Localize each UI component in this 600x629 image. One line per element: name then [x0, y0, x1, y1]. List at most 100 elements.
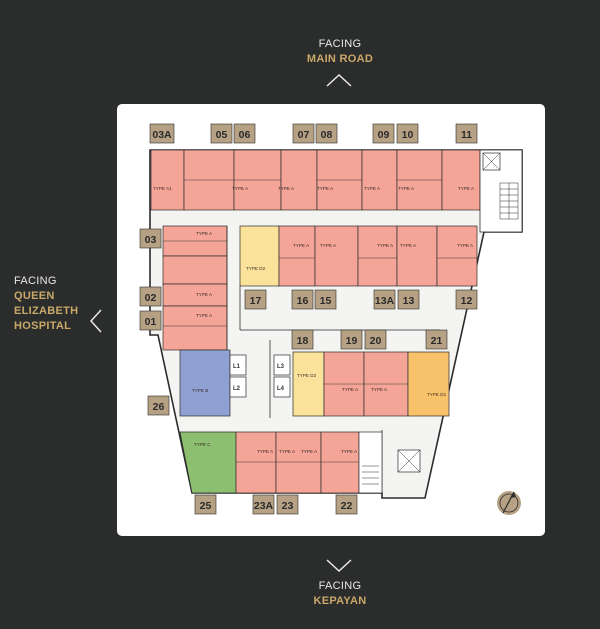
type-label-07: TYPE A — [317, 186, 334, 191]
unit-label-22: 22 — [335, 494, 358, 515]
unit-label-box — [373, 289, 396, 310]
unit-number-text: 03 — [145, 234, 157, 246]
type-label-18: TYPE D2 — [297, 373, 317, 378]
unit-label-box — [149, 123, 175, 144]
unit-13 — [396, 225, 438, 287]
lift-label-l3: L3 — [277, 364, 285, 370]
type-label-23b: TYPE A — [301, 449, 318, 454]
type-label-11: TYPE A — [458, 186, 475, 191]
unit-number-text: 18 — [297, 335, 309, 347]
unit-01 — [162, 305, 228, 351]
lift-l1 — [229, 354, 247, 376]
unit-label-03: 03 — [139, 228, 162, 249]
unit-15 — [314, 225, 359, 287]
lift-label-l2: L2 — [233, 386, 241, 392]
unit-number-text: 23 — [282, 500, 294, 512]
unit-label-box — [455, 289, 478, 310]
type-label-17: TYPE D2 — [246, 266, 266, 271]
unit-label-box — [139, 228, 162, 249]
facing-left-line-2: ELIZABETH — [14, 305, 79, 317]
unit-number-text: 25 — [200, 500, 212, 512]
facing-bottom: FACING KEPAYAN — [290, 579, 390, 609]
facing-left-line-3: HOSPITAL — [14, 320, 72, 332]
unit-left-mid — [162, 255, 228, 285]
chevron-up-icon — [326, 73, 352, 87]
unit-number-text: 10 — [402, 129, 414, 141]
staircase-icon — [499, 182, 519, 220]
chevron-left-icon — [89, 309, 102, 333]
type-label-23a: TYPE A — [257, 449, 274, 454]
unit-label-07: 07 — [292, 123, 315, 144]
lift-labels: L1 L2 L3 L4 — [233, 364, 285, 392]
unit-label-05: 05 — [210, 123, 233, 144]
lift-l4 — [273, 376, 291, 398]
type-label-13: TYPE A — [400, 243, 417, 248]
unit-label-10: 10 — [396, 123, 419, 144]
type-label-12: TYPE A — [457, 243, 474, 248]
unit-label-23: 23 — [276, 494, 299, 515]
unit-label-box — [340, 329, 363, 350]
unit-number-text: 20 — [370, 335, 382, 347]
unit-07 — [280, 149, 318, 211]
unit-09 — [361, 149, 398, 211]
unit-label-box — [147, 395, 170, 416]
unit-label-19: 19 — [340, 329, 363, 350]
unit-number-text: 08 — [321, 129, 333, 141]
type-label-16: TYPE A — [293, 243, 310, 248]
type-label-10: TYPE A — [398, 186, 415, 191]
unit-label-box — [397, 289, 420, 310]
unit-16 — [278, 225, 316, 287]
type-label-02: TYPE A — [196, 292, 213, 297]
core-top-right — [479, 149, 523, 233]
facing-top: FACING MAIN ROAD — [290, 37, 390, 67]
facing-bottom-name: KEPAYAN — [313, 595, 367, 607]
facing-left-label: FACING — [14, 275, 57, 287]
unit-label-23a: 23A — [252, 494, 275, 515]
unit-number-text: 09 — [378, 129, 390, 141]
unit-21 — [407, 351, 450, 417]
lift-label-l1: L1 — [233, 364, 241, 370]
type-label-21: TYPE D1 — [427, 392, 447, 397]
unit-label-21: 21 — [425, 329, 448, 350]
unit-label-box — [139, 310, 162, 331]
facing-top-name: MAIN ROAD — [306, 53, 374, 65]
facing-left: FACING QUEEN ELIZABETH HOSPITAL — [14, 274, 79, 334]
unit-13a — [357, 225, 398, 287]
unit-label-13: 13 — [397, 289, 420, 310]
unit-label-03a: 03A — [149, 123, 175, 144]
unit-label-12: 12 — [455, 289, 478, 310]
unit-label-box — [291, 289, 314, 310]
unit-number-text: 05 — [216, 129, 228, 141]
unit-label-box — [276, 494, 299, 515]
type-label-25: TYPE C — [194, 442, 211, 447]
lift-l3 — [273, 354, 291, 376]
unit-label-13a: 13A — [373, 289, 396, 310]
unit-number-text: 02 — [145, 292, 157, 304]
unit-22 — [320, 431, 360, 494]
unit-label-box — [315, 123, 338, 144]
unit-label-box — [314, 289, 337, 310]
unit-label-box — [455, 123, 478, 144]
middle-units — [179, 349, 450, 417]
bottom-row-units — [179, 431, 421, 494]
unit-23a — [235, 431, 277, 494]
type-label-26: TYPE B — [192, 388, 208, 393]
unit-label-18: 18 — [291, 329, 314, 350]
unit-number-text: 26 — [153, 401, 165, 413]
unit-number-text: 07 — [298, 129, 310, 141]
unit-label-box — [244, 289, 267, 310]
compass-icon — [497, 491, 521, 515]
unit-23 — [275, 431, 322, 494]
unit-number-text: 03A — [152, 129, 172, 141]
facing-top-label: FACING — [318, 38, 362, 50]
second-row-units — [239, 225, 478, 287]
unit-interior-lines — [163, 179, 477, 463]
type-label-15: TYPE A — [320, 243, 337, 248]
unit-label-box — [425, 329, 448, 350]
unit-label-01: 01 — [139, 310, 162, 331]
unit-label-box — [396, 123, 419, 144]
unit-label-26: 26 — [147, 395, 170, 416]
unit-number-text: 16 — [297, 295, 309, 307]
unit-label-16: 16 — [291, 289, 314, 310]
